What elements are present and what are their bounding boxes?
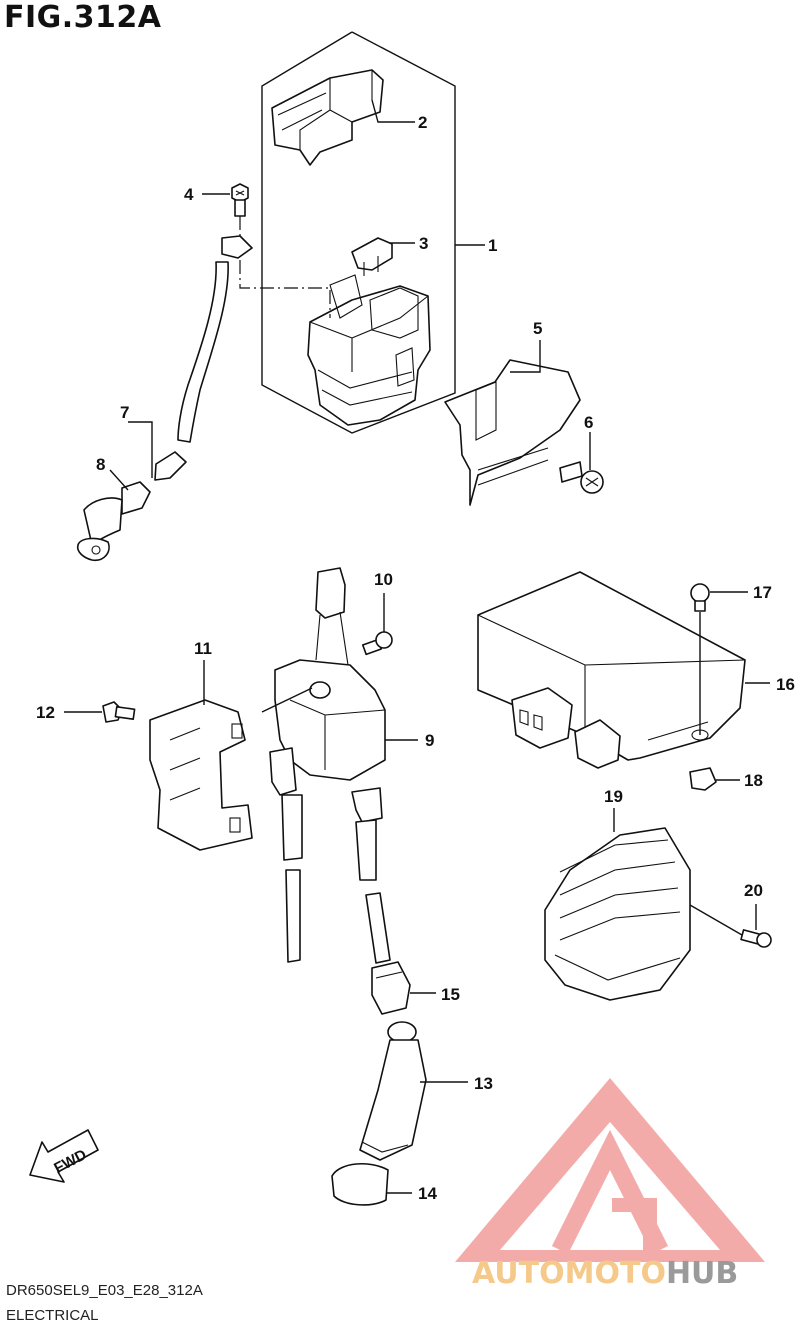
callout-7: 7 bbox=[120, 403, 129, 422]
watermark-logo bbox=[455, 1078, 765, 1262]
callout-8: 8 bbox=[96, 455, 105, 474]
callout-4: 4 bbox=[184, 185, 194, 204]
bolt-4 bbox=[231, 183, 249, 217]
callout-18: 18 bbox=[744, 771, 763, 790]
callout-17: 17 bbox=[753, 583, 772, 602]
bolt-20 bbox=[740, 929, 772, 948]
callout-9: 9 bbox=[425, 731, 434, 750]
callout-12: 12 bbox=[36, 703, 55, 722]
callout-10: 10 bbox=[374, 570, 393, 589]
battery-cable bbox=[76, 235, 253, 562]
callout-16: 16 bbox=[776, 675, 795, 694]
assembly-outline bbox=[261, 31, 456, 434]
figure-description: ELECTRICAL bbox=[6, 1307, 99, 1324]
fwd-arrow-icon: FWD bbox=[29, 1129, 99, 1183]
figure-title: FIG.312A bbox=[4, 0, 162, 35]
starter-relay bbox=[307, 274, 431, 426]
callout-13: 13 bbox=[474, 1074, 493, 1093]
grommet-18 bbox=[689, 767, 717, 791]
coil-bracket bbox=[149, 699, 253, 851]
relay-bracket bbox=[444, 359, 581, 506]
watermark-brand-part1: AUTOMOTO bbox=[472, 1256, 666, 1291]
ignition-coil bbox=[269, 567, 391, 964]
callout-11: 11 bbox=[194, 639, 212, 658]
callout-6: 6 bbox=[584, 413, 593, 432]
callout-19: 19 bbox=[604, 787, 623, 806]
watermark-brand-part2: HUB bbox=[666, 1256, 738, 1291]
leader-dash-cable bbox=[239, 260, 331, 318]
bolt-10 bbox=[361, 631, 393, 656]
relay-cover bbox=[271, 69, 384, 166]
callout-3: 3 bbox=[419, 234, 428, 253]
screw-17 bbox=[690, 583, 710, 612]
callout-14: 14 bbox=[418, 1184, 437, 1203]
bolt-12 bbox=[102, 701, 136, 723]
callout-5: 5 bbox=[533, 319, 542, 338]
regulator-rectifier bbox=[544, 827, 691, 1001]
callout-20: 20 bbox=[744, 881, 763, 900]
fuse bbox=[351, 237, 393, 276]
leader-lines bbox=[64, 99, 770, 1194]
figure-code: DR650SEL9_E03_E28_312A bbox=[6, 1282, 203, 1299]
spark-plug-cap bbox=[371, 961, 411, 1015]
ecm-unit bbox=[477, 571, 746, 769]
callout-1: 1 bbox=[488, 236, 497, 255]
callout-numbers: 1 2 3 4 5 6 7 8 9 10 11 12 13 14 15 16 1… bbox=[36, 113, 795, 1203]
callout-15: 15 bbox=[441, 985, 460, 1004]
rubber-cap bbox=[331, 1162, 389, 1206]
callout-2: 2 bbox=[418, 113, 427, 132]
bolt-6 bbox=[559, 461, 604, 494]
plug-boot bbox=[359, 1021, 427, 1161]
watermark-text: AUTOMOTOHUB bbox=[472, 1256, 738, 1291]
